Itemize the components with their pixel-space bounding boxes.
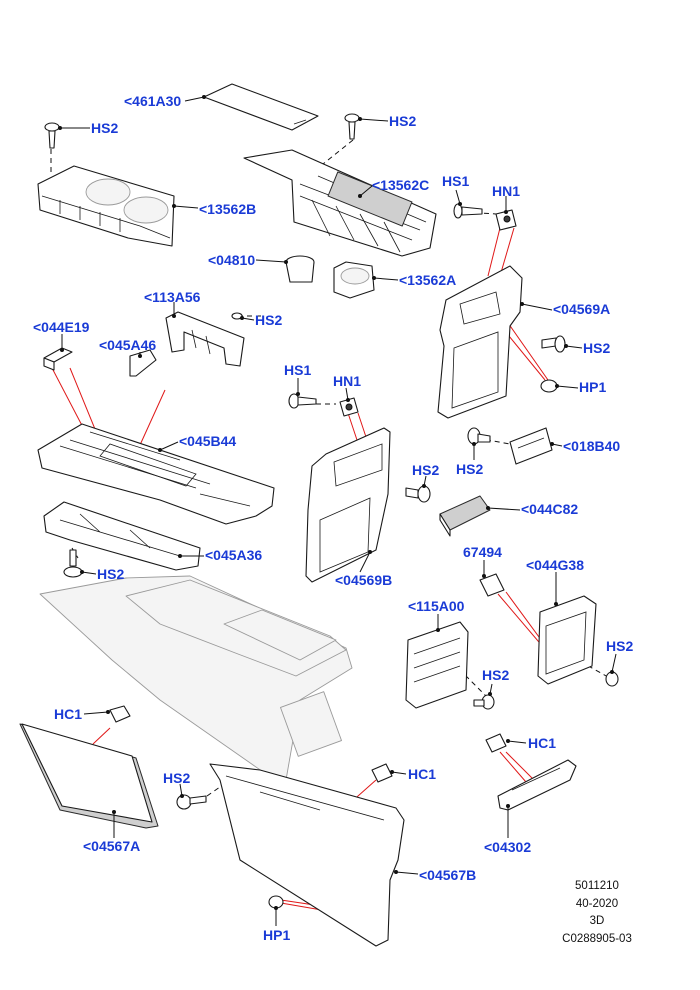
part-13562C-frame <box>243 149 437 257</box>
screw-icon <box>288 393 317 409</box>
plug-icon <box>540 379 558 393</box>
leader-lines <box>58 95 617 926</box>
part-018B40-switch <box>509 427 553 465</box>
part-67494-connector <box>479 573 505 597</box>
callout-hn1: HN1 <box>492 183 520 199</box>
part-115A00-module <box>405 621 469 709</box>
screw-icon <box>63 549 83 578</box>
callout-hc1: HC1 <box>408 766 436 782</box>
screw-icon <box>176 794 207 810</box>
part-113A56-bracket <box>165 311 245 367</box>
drawing-info: 5011210 40-2020 3D C0288905-03 <box>562 880 632 945</box>
callout-hs2: HS2 <box>482 667 509 683</box>
screw-icon <box>344 113 360 140</box>
callout-04567A: <04567A <box>83 838 140 854</box>
callout-hp1: HP1 <box>263 927 290 943</box>
part-044G38-housing <box>537 595 597 685</box>
callout-018B40: <018B40 <box>563 438 620 454</box>
part-045B44-panel <box>37 423 275 525</box>
callout-hp1: HP1 <box>579 379 606 395</box>
part-13562B-cupholder-tray <box>37 165 175 247</box>
ghost-console-assembly <box>39 575 353 781</box>
callout-045A46: <045A46 <box>99 337 156 353</box>
screw-icon <box>44 122 60 149</box>
part-461A30-mat <box>203 83 319 131</box>
screw-icon <box>405 485 431 503</box>
callout-hs1: HS1 <box>442 173 469 189</box>
part-04569A-bezel <box>437 265 523 419</box>
screw-icon <box>453 203 483 219</box>
callout-044G38: <044G38 <box>526 557 584 573</box>
callout-hc1: HC1 <box>528 735 556 751</box>
callout-hs2: HS2 <box>97 566 124 582</box>
screw-icon <box>541 335 566 353</box>
callout-hs2: HS2 <box>606 638 633 654</box>
part-045A36-frame <box>43 501 201 571</box>
model-years: 40-2020 <box>576 898 618 910</box>
callout-hs2: HS2 <box>389 113 416 129</box>
callout-045B44: <045B44 <box>179 433 236 449</box>
clip-icon <box>485 733 507 753</box>
part-045A46-clip <box>129 349 157 377</box>
callout-04567B: <04567B <box>419 867 476 883</box>
callout-045A36: <045A36 <box>205 547 262 563</box>
part-044C82-cover <box>439 495 491 537</box>
part-13562A-holder <box>333 261 375 299</box>
part-044E19-clip <box>43 347 73 371</box>
callout-hs1: HS1 <box>284 362 311 378</box>
view-type: 3D <box>590 915 605 927</box>
callout-hs2: HS2 <box>163 770 190 786</box>
callout-hs2: HS2 <box>583 340 610 356</box>
part-04302-trim <box>497 759 577 811</box>
callout-labels: <461A30 HS2 HS2 <13562B <13562C HS1 HN1 … <box>33 93 633 943</box>
callout-04302: <04302 <box>484 839 531 855</box>
screw-icon <box>467 427 491 445</box>
callout-13562B: <13562B <box>199 201 256 217</box>
callout-hc1: HC1 <box>54 706 82 722</box>
callout-hn1: HN1 <box>333 373 361 389</box>
callout-hs2: HS2 <box>255 312 282 328</box>
callout-13562C: <13562C <box>372 177 429 193</box>
callout-044E19: <044E19 <box>33 319 90 335</box>
callout-hs2: HS2 <box>412 462 439 478</box>
assembly-lines <box>51 227 551 915</box>
clip-icon <box>371 763 393 783</box>
callout-13562A: <13562A <box>399 272 456 288</box>
callout-hs2: HS2 <box>91 120 118 136</box>
callout-113A56: <113A56 <box>144 289 201 305</box>
callout-461A30: <461A30 <box>124 93 181 109</box>
screw-icon <box>473 694 495 710</box>
callout-04810: <04810 <box>208 252 255 268</box>
drawing-number: 5011210 <box>575 880 619 892</box>
clip-icon <box>109 705 131 723</box>
callout-115A00: <115A00 <box>408 598 465 614</box>
callout-hs2: HS2 <box>456 461 483 477</box>
part-04567B-panel <box>209 763 405 947</box>
screw-icon <box>605 671 619 687</box>
illustration-code: C0288905-03 <box>562 933 632 945</box>
part-04810-cup <box>285 255 315 283</box>
callout-67494: 67494 <box>463 544 502 560</box>
callout-04569B: <04569B <box>335 572 392 588</box>
part-04567A-panel <box>19 723 159 829</box>
callout-04569A: <04569A <box>553 301 610 317</box>
part-04569B-bezel <box>305 427 391 583</box>
nut-icon <box>339 397 359 417</box>
callout-044C82: <044C82 <box>521 501 578 517</box>
